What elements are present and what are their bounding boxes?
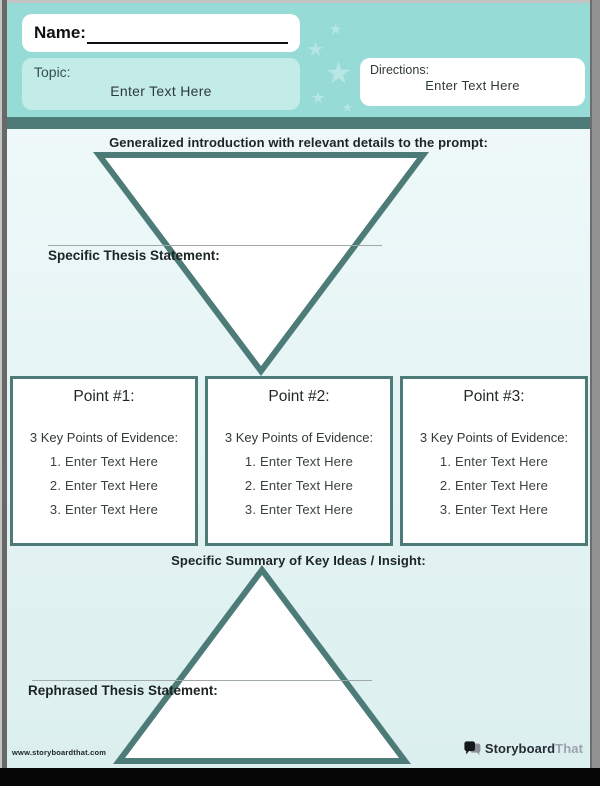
topic-label: Topic: [34,64,71,80]
worksheet-page: Name: Topic: Enter Text Here Directions:… [7,3,590,768]
evidence-label: 3 Key Points of Evidence: [224,430,374,445]
rephrased-thesis-writing-line[interactable] [32,680,372,681]
name-input-line[interactable] [86,22,288,44]
point-box-2: Point #2: 3 Key Points of Evidence: 1. E… [205,376,393,546]
intro-label: Generalized introduction with relevant d… [109,135,488,150]
evidence-item-placeholder[interactable]: 3. Enter Text Here [244,502,354,517]
topic-box: Topic: Enter Text Here [22,58,300,110]
thesis-writing-line[interactable] [48,245,382,246]
website-url: www.storyboardthat.com [12,748,107,757]
window-frame-top [0,0,600,3]
window-frame-right[interactable] [590,0,600,768]
evidence-item-placeholder[interactable]: 1. Enter Text Here [49,454,159,469]
star-icon [329,23,342,35]
evidence-item-placeholder[interactable]: 2. Enter Text Here [49,478,159,493]
point-title: Point #2: [268,388,330,405]
star-icon [326,61,351,84]
point-box-1: Point #1: 3 Key Points of Evidence: 1. E… [10,376,198,546]
directions-text-placeholder[interactable]: Enter Text Here [425,78,520,93]
rephrased-thesis-label: Rephrased Thesis Statement: [28,683,218,698]
summary-label: Specific Summary of Key Ideas / Insight: [171,553,426,568]
evidence-item-placeholder[interactable]: 3. Enter Text Here [439,502,549,517]
evidence-item-placeholder[interactable]: 3. Enter Text Here [49,502,159,517]
evidence-label: 3 Key Points of Evidence: [419,430,569,445]
directions-label: Directions: [370,63,430,77]
name-box: Name: [22,14,300,52]
point-title: Point #3: [463,388,525,405]
speech-bubbles-icon [464,741,481,755]
name-label: Name: [34,23,86,42]
inverted-funnel-triangle [93,152,429,376]
star-icon [342,102,353,112]
point-title: Point #1: [73,388,135,405]
points-row: Point #1: 3 Key Points of Evidence: 1. E… [10,376,588,546]
evidence-item-placeholder[interactable]: 1. Enter Text Here [439,454,549,469]
thesis-label: Specific Thesis Statement: [48,248,220,263]
star-icon [311,91,325,104]
point-box-3: Point #3: 3 Key Points of Evidence: 1. E… [400,376,588,546]
storyboardthat-logo[interactable]: StoryboardThat [464,741,583,756]
window-frame-left [0,0,7,768]
evidence-label: 3 Key Points of Evidence: [29,430,179,445]
window-frame-bottom [0,768,600,786]
worksheet-header: Name: Topic: Enter Text Here Directions:… [7,3,590,117]
evidence-item-placeholder[interactable]: 2. Enter Text Here [439,478,549,493]
worksheet-body: Generalized introduction with relevant d… [7,129,590,768]
directions-box: Directions: Enter Text Here [360,58,585,106]
header-divider-band [7,117,590,129]
evidence-item-placeholder[interactable]: 1. Enter Text Here [244,454,354,469]
upward-funnel-triangle [113,564,411,764]
evidence-item-placeholder[interactable]: 2. Enter Text Here [244,478,354,493]
star-icon [308,41,323,56]
brand-text: StoryboardThat [484,741,583,756]
topic-text-placeholder[interactable]: Enter Text Here [110,83,212,99]
